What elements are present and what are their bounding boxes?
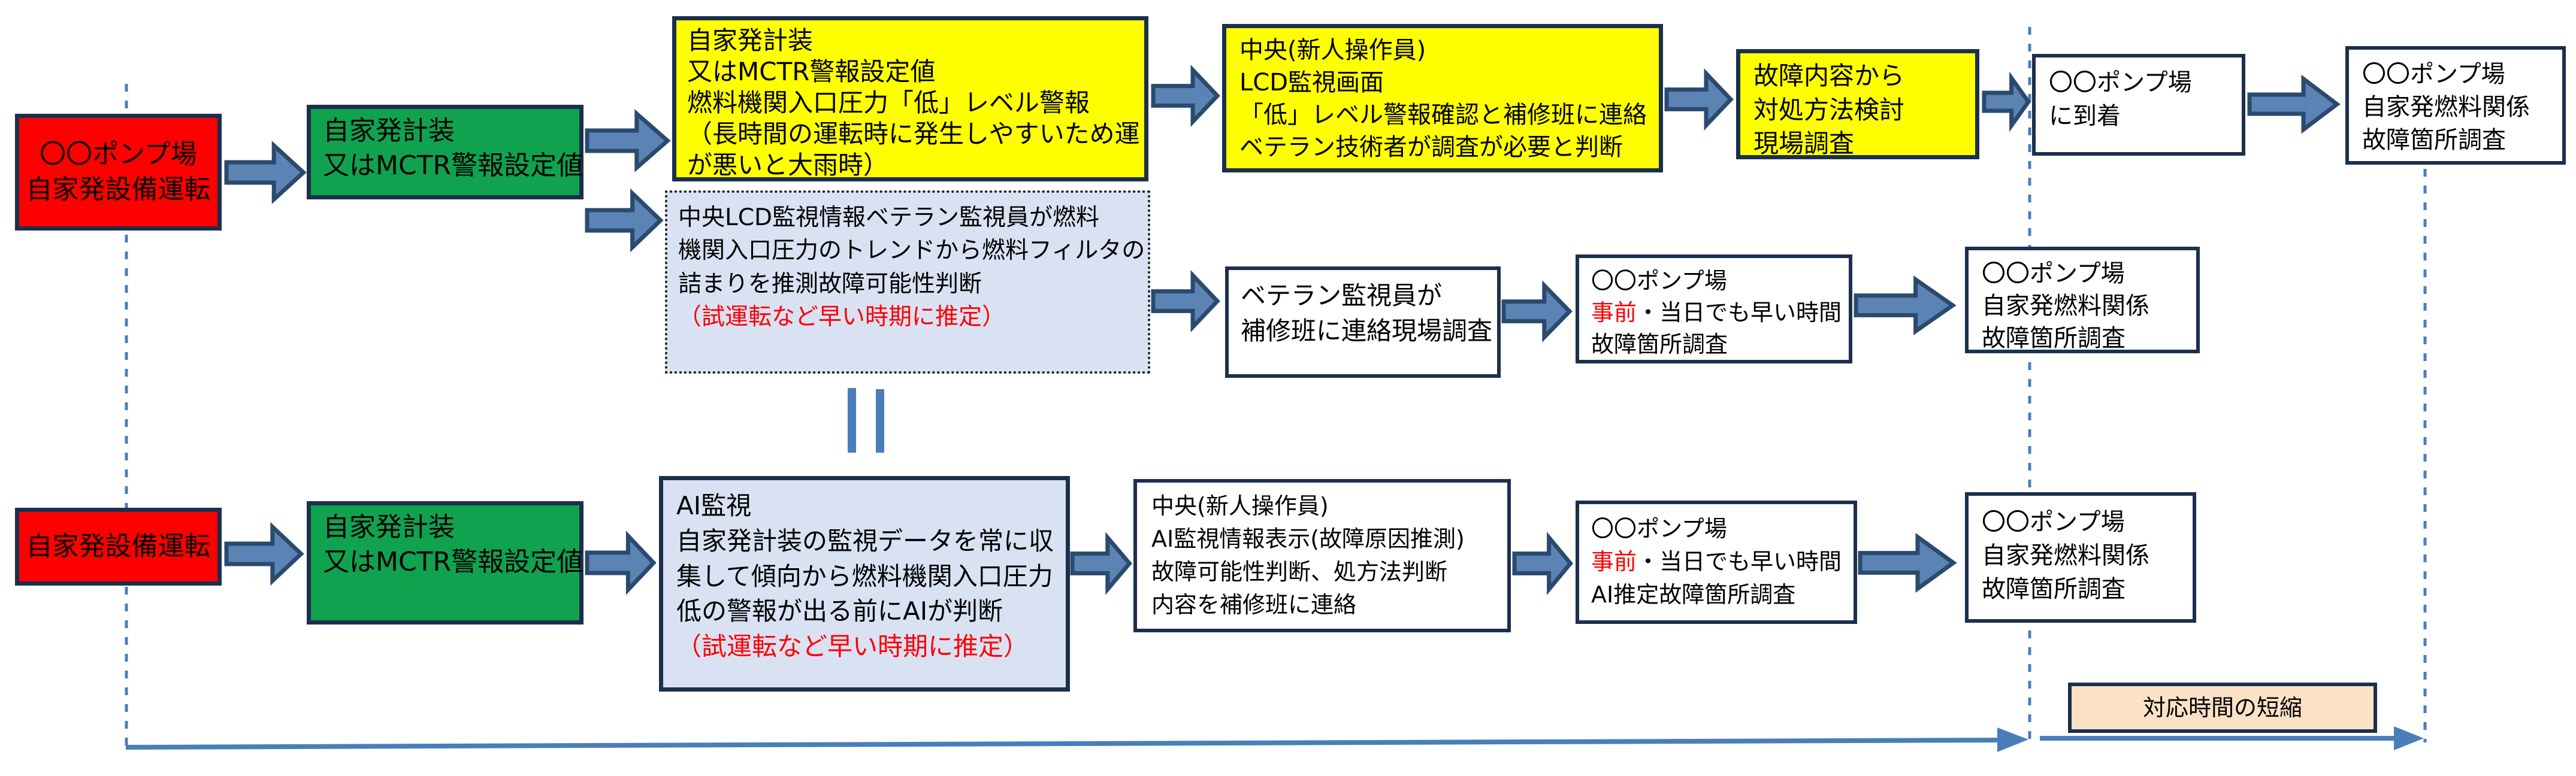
- box-line: 自家発計装: [323, 512, 455, 542]
- flow-box-low-pressure-alarm: 自家発計装又はMCTR警報設定値燃料機関入口圧力「低」レベル警報（長時間の運転時…: [672, 16, 1148, 181]
- right-arrow-icon: [587, 533, 655, 593]
- box-line: LCD監視画面: [1239, 69, 1384, 96]
- result-time-reduction-text: 対応時間の短縮: [2142, 694, 2302, 721]
- box-line: 又はMCTR警報設定値: [323, 150, 583, 181]
- box-line: 中央LCD監視情報ベテラン監視員が燃料: [678, 204, 1099, 231]
- box-line: 故障可能性判断、処方法判断: [1151, 559, 1448, 586]
- flow-box-veteran-trend-judgement: 中央LCD監視情報ベテラン監視員が燃料機関入口圧力のトレンドから燃料フィルタの詰…: [665, 190, 1150, 374]
- flow-box-failure-response: 故障内容から対処方法検討現場調査: [1736, 49, 1979, 159]
- box-line: 「低」レベル警報確認と補修班に連絡: [1239, 101, 1647, 129]
- right-arrow-icon: [1984, 75, 2030, 128]
- right-arrow-icon: [1153, 272, 1219, 330]
- box-line: に到着: [2049, 102, 2121, 130]
- box-line: AI監視情報表示(故障原因推測): [1151, 526, 1465, 553]
- right-arrow-icon: [1072, 535, 1131, 592]
- box-line: 〇〇ポンプ場: [1591, 268, 1727, 294]
- box-line: 自家発設備運転: [26, 174, 211, 205]
- box-line: 燃料機関入口圧力「低」レベル警報: [687, 88, 1090, 118]
- box-line: 又はMCTR警報設定値: [687, 57, 936, 87]
- box-line: 詰まりを推測故障可能性判断: [678, 270, 982, 298]
- box-line: 機関入口圧力のトレンドから燃料フィルタの: [678, 237, 1145, 265]
- flow-box-veteran-contact: ベテラン監視員が補修班に連絡現場調査: [1225, 266, 1501, 378]
- flow-box-central-ai-operator: 中央(新人操作員) AI監視情報表示(故障原因推測) 故障可能性判断、処方法判断内容…: [1133, 479, 1511, 632]
- flow-box-investigate-mid: 〇〇ポンプ場自家発燃料関係故障箇所調査: [1965, 247, 2200, 353]
- timeline-arrow-ai-head: [2394, 726, 2424, 750]
- right-arrow-icon: [1504, 283, 1571, 340]
- timeline-arrow-traditional-shaft: [125, 738, 1999, 750]
- box-line: 自家発計装: [323, 116, 455, 146]
- box-line: 故障内容から: [1753, 61, 1905, 90]
- flow-box-ai-monitoring: AI監視自家発計装の監視データを常に収集して傾向から燃料機関入口圧力低の警報が出…: [659, 476, 1070, 692]
- box-line: 〇〇ポンプ場: [1591, 516, 1727, 542]
- box-line: 故障箇所調査: [2362, 126, 2506, 154]
- box-line: （試運転など早い時期に推定）: [678, 304, 1006, 331]
- box-line: 〇〇ポンプ場: [40, 139, 197, 170]
- box-line: （長時間の運転時に発生しやすいため運: [687, 119, 1140, 149]
- box-line: 〇〇ポンプ場: [2049, 69, 2192, 96]
- flow-box-instrument-top: 自家発計装又はMCTR警報設定値: [307, 105, 583, 199]
- box-line: AI監視: [676, 491, 752, 520]
- box-line: 自家発燃料関係: [1982, 542, 2149, 569]
- box-line: AI推定故障箇所調査: [1591, 581, 1796, 608]
- box-line: 補修班に連絡現場調査: [1241, 316, 1493, 345]
- box-line: 自家発燃料関係: [1982, 292, 2149, 320]
- flow-box-advance-investigation-mid: 〇〇ポンプ場事前・当日でも早い時間故障箇所調査: [1576, 254, 1852, 363]
- flow-box-pump-station-top: 〇〇ポンプ場自家発設備運転: [15, 114, 222, 231]
- right-arrow-icon: [587, 111, 670, 171]
- box-line: 〇〇ポンプ場: [2362, 60, 2505, 88]
- right-arrow-icon: [1153, 67, 1219, 125]
- box-line: ベテラン技術者が調査が必要と判断: [1239, 134, 1623, 161]
- box-line: 中央(新人操作員): [1151, 493, 1329, 519]
- box-line: 故障箇所調査: [1982, 575, 2125, 603]
- right-arrow-icon: [1860, 534, 1956, 592]
- box-line: 故障箇所調査: [1591, 331, 1728, 358]
- box-line: 集して傾向から燃料機関入口圧力: [676, 561, 1053, 591]
- right-arrow-icon: [1856, 277, 1955, 334]
- timeline-arrow-traditional-head: [1997, 728, 2028, 752]
- flow-box-investigate-bottom: 〇〇ポンプ場自家発燃料関係故障箇所調査: [1965, 492, 2196, 623]
- result-time-reduction-label: 対応時間の短縮: [2068, 683, 2377, 733]
- box-line: 事前・当日でも早い時間: [1591, 548, 1842, 575]
- right-arrow-icon: [1514, 535, 1572, 592]
- box-line: 内容を補修班に連絡: [1151, 592, 1357, 619]
- flow-box-advance-investigation-ai: 〇〇ポンプ場事前・当日でも早い時間 AI推定故障箇所調査: [1576, 501, 1857, 624]
- box-line: 自家発計装: [687, 26, 814, 55]
- right-arrow-icon: [226, 524, 303, 584]
- box-line: 自家発燃料関係: [2362, 93, 2530, 122]
- box-line: （試運転など早い時期に推定）: [676, 632, 1029, 662]
- box-line: が悪いと大雨時）: [687, 150, 889, 180]
- box-line: 又はMCTR警報設定値: [323, 547, 583, 578]
- right-arrow-icon: [2250, 76, 2339, 132]
- flow-box-central-lcd-operator: 中央(新人操作員) LCD監視画面「低」レベル警報確認と補修班に連絡ベテラン技術者…: [1222, 24, 1663, 172]
- box-line: 低の警報が出る前にAIが判断: [676, 596, 1003, 626]
- flow-box-pump-station-bottom: 自家発設備運転: [15, 508, 222, 586]
- flow-box-arrive-pump-station: 〇〇ポンプ場に到着: [2032, 54, 2245, 156]
- equivalence-bar-left: [848, 388, 856, 453]
- box-line: 〇〇ポンプ場: [1982, 260, 2125, 287]
- box-line: 現場調査: [1753, 129, 1855, 159]
- box-line: 〇〇ポンプ場: [1982, 508, 2125, 536]
- box-line: ベテラン監視員が: [1241, 281, 1443, 310]
- box-line: 自家発計装の監視データを常に収: [676, 526, 1054, 556]
- right-arrow-icon: [1667, 71, 1733, 128]
- box-line: 対処方法検討: [1753, 95, 1905, 125]
- box-line: 中央(新人操作員): [1239, 37, 1426, 64]
- flow-box-instrument-bottom: 自家発計装又はMCTR警報設定値: [307, 501, 583, 625]
- box-line: 事前・当日でも早い時間: [1591, 299, 1842, 326]
- box-line: 自家発設備運転: [26, 531, 211, 562]
- right-arrow-icon: [226, 143, 306, 202]
- equivalence-bar-right: [876, 389, 884, 453]
- box-line: 故障箇所調査: [1982, 325, 2125, 352]
- flow-box-investigate-top: 〇〇ポンプ場自家発燃料関係故障箇所調査: [2345, 46, 2566, 165]
- right-arrow-icon: [587, 190, 663, 250]
